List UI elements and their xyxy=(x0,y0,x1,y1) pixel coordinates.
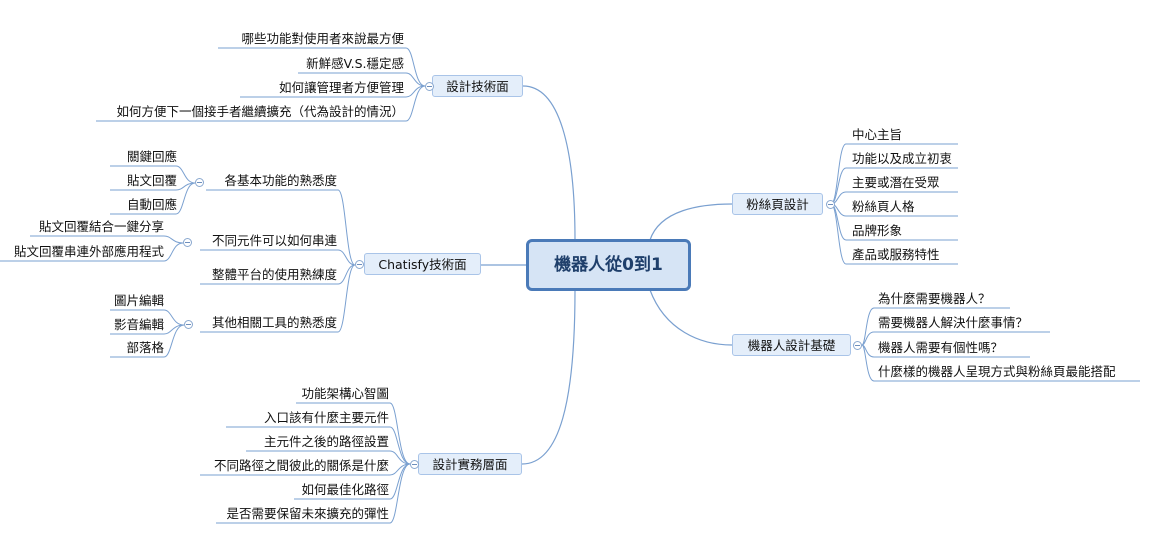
connector-line xyxy=(175,182,196,215)
leaf-practice[interactable]: 功能架構心智圖 xyxy=(301,386,389,401)
connector-line xyxy=(649,203,733,241)
connector-line xyxy=(521,289,576,465)
leaf-basics[interactable]: 什麼樣的機器人呈現方式與粉絲頁最能搭配 xyxy=(878,364,1116,379)
connector-line xyxy=(389,463,411,524)
connector-line xyxy=(175,165,196,184)
leaf-practice[interactable]: 不同路徑之間彼此的關係是什麼 xyxy=(213,458,389,473)
connector-line xyxy=(861,344,875,358)
connector-line xyxy=(861,331,875,346)
leaf-design-tech[interactable]: 哪些功能對使用者來說最方便 xyxy=(241,31,404,46)
connector-line xyxy=(163,324,185,335)
connector-line xyxy=(861,307,875,346)
connector-line xyxy=(405,72,426,87)
leaf-chatisfy[interactable]: 圖片編輯 xyxy=(113,293,164,308)
leaf-design-tech[interactable]: 如何讓管理者方便管理 xyxy=(278,80,404,95)
branch-practice[interactable]: 設計實務層面 xyxy=(418,453,522,475)
connector-line xyxy=(163,235,184,244)
leaf-basics[interactable]: 為什麼需要機器人？ xyxy=(878,291,991,306)
collapse-icon[interactable] xyxy=(195,178,204,187)
leaf-chatisfy[interactable]: 貼文回覆結合一鍵分享 xyxy=(38,219,164,234)
collapse-icon[interactable] xyxy=(410,460,419,469)
collapse-icon[interactable] xyxy=(826,200,835,209)
connector-line xyxy=(163,309,185,326)
leaf-fanpage[interactable]: 功能以及成立初衷 xyxy=(852,151,953,166)
connector-line xyxy=(405,85,426,98)
leaf-basics[interactable]: 機器人需要有個性嗎？ xyxy=(878,340,1004,355)
connector-line xyxy=(337,249,356,266)
branch-design-tech[interactable]: 設計技術面 xyxy=(432,75,523,97)
subnode-chatisfy[interactable]: 其他相關工具的熟悉度 xyxy=(211,315,337,330)
connector-line xyxy=(163,324,185,358)
collapse-icon[interactable] xyxy=(184,320,193,329)
leaf-fanpage[interactable]: 粉絲頁人格 xyxy=(852,199,915,214)
branch-basics[interactable]: 機器人設計基礎 xyxy=(732,334,851,356)
branch-fanpage[interactable]: 粉絲頁設計 xyxy=(732,193,823,215)
subnode-chatisfy[interactable]: 不同元件可以如何串連 xyxy=(211,233,337,248)
connector-line xyxy=(389,426,411,465)
subnode-chatisfy[interactable]: 各基本功能的熟悉度 xyxy=(224,173,337,188)
connector-line xyxy=(830,203,847,265)
connector-line xyxy=(405,85,426,122)
leaf-chatisfy[interactable]: 貼文回覆 xyxy=(126,173,177,188)
branch-chatisfy[interactable]: Chatisfy技術面 xyxy=(364,253,481,275)
leaf-design-tech[interactable]: 新鮮感V.S.穩定感 xyxy=(306,56,404,71)
leaf-practice[interactable]: 是否需要保留未來擴充的彈性 xyxy=(226,506,389,521)
leaf-chatisfy[interactable]: 部落格 xyxy=(126,340,164,355)
leaf-practice[interactable]: 主元件之後的路徑設置 xyxy=(263,434,389,449)
connector-line xyxy=(522,85,576,241)
connector-line xyxy=(649,289,733,346)
leaf-basics[interactable]: 需要機器人解決什麼事情？ xyxy=(878,315,1029,330)
leaf-chatisfy[interactable]: 自動回應 xyxy=(126,197,177,212)
leaf-chatisfy[interactable]: 影音編輯 xyxy=(113,317,164,332)
leaf-chatisfy[interactable]: 貼文回覆串連外部應用程式 xyxy=(13,244,164,259)
leaf-fanpage[interactable]: 品牌形象 xyxy=(852,223,903,238)
subnode-chatisfy[interactable]: 整體平台的使用熟練度 xyxy=(211,267,337,282)
connector-line xyxy=(337,189,356,266)
leaf-practice[interactable]: 入口該有什麼主要元件 xyxy=(263,410,389,425)
connector-line xyxy=(861,344,875,382)
leaf-chatisfy[interactable]: 關鍵回應 xyxy=(126,149,177,164)
connector-line xyxy=(830,143,847,205)
root-node[interactable]: 機器人從0到1 xyxy=(526,239,691,291)
leaf-design-tech[interactable]: 如何方便下一個接手者繼續擴充（代為設計的情況） xyxy=(116,104,404,119)
connector-line xyxy=(405,47,426,87)
connector-line xyxy=(389,450,411,465)
collapse-icon[interactable] xyxy=(355,260,364,269)
connector-line xyxy=(163,242,184,262)
connector-line xyxy=(337,264,356,333)
connector-line xyxy=(389,463,411,500)
leaf-practice[interactable]: 如何最佳化路徑 xyxy=(301,482,389,497)
leaf-fanpage[interactable]: 主要或潛在受眾 xyxy=(852,175,940,190)
collapse-icon[interactable] xyxy=(183,238,192,247)
leaf-fanpage[interactable]: 產品或服務特性 xyxy=(852,247,940,262)
leaf-fanpage[interactable]: 中心主旨 xyxy=(852,127,903,142)
collapse-icon[interactable] xyxy=(853,341,862,350)
collapse-icon[interactable] xyxy=(425,82,434,91)
connector-line xyxy=(389,402,411,465)
